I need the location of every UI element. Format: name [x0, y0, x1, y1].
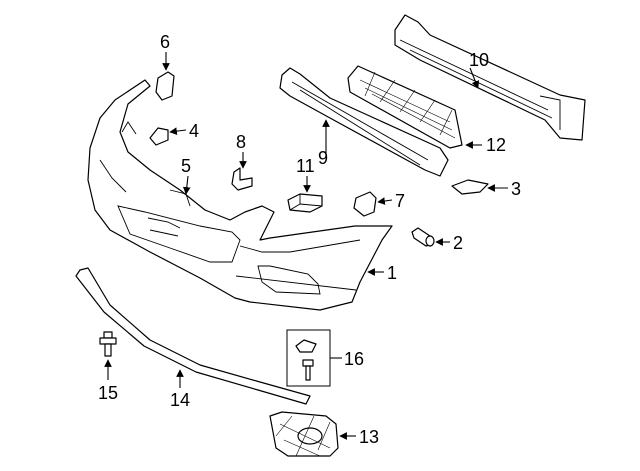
callout-3: 3 — [511, 179, 521, 199]
callout-5: 5 — [181, 156, 191, 176]
bolt-15-part — [99, 331, 117, 357]
energy-absorber-part — [279, 67, 449, 177]
upper-grille-part — [347, 65, 463, 149]
callout-15: 15 — [98, 383, 118, 403]
callout-10: 10 — [469, 50, 489, 70]
callout-9: 9 — [318, 148, 328, 168]
bracket-4-part — [149, 127, 169, 146]
clip-2-part — [411, 227, 435, 247]
callout-1: 1 — [387, 263, 397, 283]
callout-12: 12 — [486, 135, 506, 155]
callout-14: 14 — [170, 390, 190, 410]
bracket-3-part — [451, 179, 489, 195]
callout-8: 8 — [236, 132, 246, 152]
callout-2: 2 — [453, 233, 463, 253]
bracket-6-part — [155, 71, 175, 101]
fog-grille-part — [269, 411, 339, 457]
reinforcement-beam-part — [394, 14, 586, 141]
callout-4: 4 — [189, 121, 199, 141]
callout-16: 16 — [344, 349, 364, 369]
leader-lines — [104, 52, 508, 440]
callout-7: 7 — [395, 191, 405, 211]
bracket-7-part — [353, 191, 377, 217]
bracket-8-part — [231, 167, 253, 191]
clip-kit-16-part — [286, 329, 331, 387]
callout-6: 6 — [160, 32, 170, 52]
lower-strip-part — [75, 267, 311, 405]
callout-11: 11 — [296, 156, 315, 176]
bracket-11-part — [287, 193, 323, 213]
callout-13: 13 — [359, 427, 379, 447]
